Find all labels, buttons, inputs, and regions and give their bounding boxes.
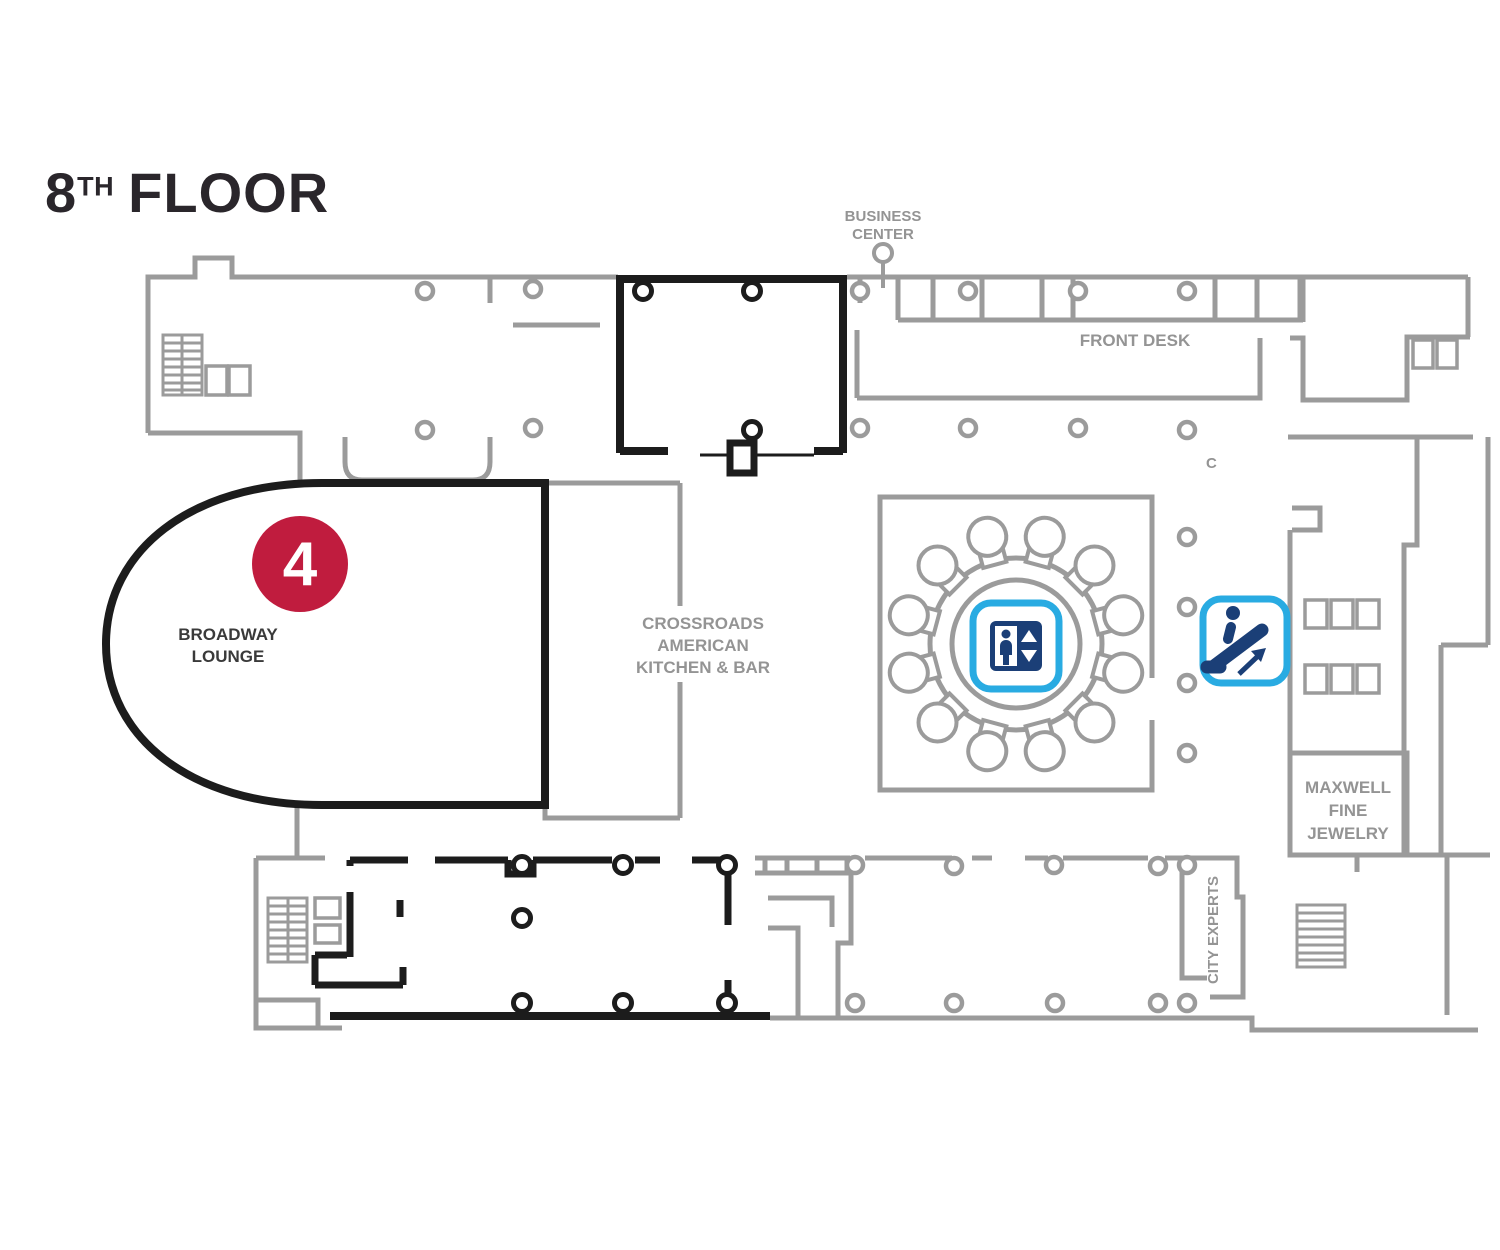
front-desk-label: FRONT DESK bbox=[1080, 331, 1191, 350]
stairs-bottom-right bbox=[1295, 903, 1347, 969]
floor-word: FLOOR bbox=[128, 161, 330, 224]
location-marker-4[interactable]: 4 bbox=[252, 516, 348, 612]
city-experts-label: CITY EXPERTS bbox=[1205, 876, 1222, 984]
marker-circle bbox=[252, 516, 348, 612]
maxwell-room bbox=[1287, 750, 1410, 858]
page-title: 8TH FLOOR bbox=[45, 160, 329, 225]
columns-gray bbox=[414, 278, 1198, 1014]
broadway-lounge-label-1: BROADWAY bbox=[178, 625, 278, 644]
crossroads-label-3: KITCHEN & BAR bbox=[636, 658, 770, 677]
columns-black bbox=[511, 280, 763, 1014]
elevator-icon[interactable] bbox=[969, 599, 1063, 693]
pin-circle-icon bbox=[872, 242, 894, 264]
marker-number: 4 bbox=[283, 530, 318, 599]
city-experts-room bbox=[1179, 858, 1207, 981]
elevator-core-room bbox=[877, 494, 1155, 793]
broadway-lounge-outline bbox=[101, 479, 549, 809]
maxwell-label-1: MAXWELL bbox=[1305, 778, 1391, 797]
maxwell-label-3: JEWELRY bbox=[1307, 824, 1389, 843]
meeting-room-outline bbox=[616, 275, 847, 453]
stairs-bottom-left bbox=[266, 896, 342, 964]
gray-walls bbox=[145, 255, 1491, 1033]
elevator-core bbox=[887, 515, 1145, 773]
maxwell-label-2: FINE bbox=[1329, 801, 1368, 820]
stray-mark: C bbox=[1206, 455, 1217, 472]
crossroads-label-2: AMERICAN bbox=[657, 636, 749, 655]
business-center-label-2: CENTER bbox=[852, 226, 914, 243]
core-outer-ring bbox=[927, 555, 1105, 733]
floor-ordinal: TH bbox=[77, 171, 115, 202]
broadway-lounge-label-2: LOUNGE bbox=[192, 647, 265, 666]
stairs-top-left bbox=[161, 333, 252, 397]
floor-number: 8 bbox=[45, 161, 78, 224]
elevator-pods bbox=[887, 515, 1145, 773]
escalator-icon[interactable] bbox=[1199, 595, 1291, 687]
business-center-label-1: BUSINESS bbox=[845, 208, 922, 225]
crossroads-label-bg bbox=[630, 606, 778, 682]
door-jamb bbox=[726, 439, 758, 477]
black-walls bbox=[101, 275, 847, 1020]
crossroads-label-1: CROSSROADS bbox=[642, 614, 764, 633]
business-center-pin bbox=[872, 242, 894, 288]
